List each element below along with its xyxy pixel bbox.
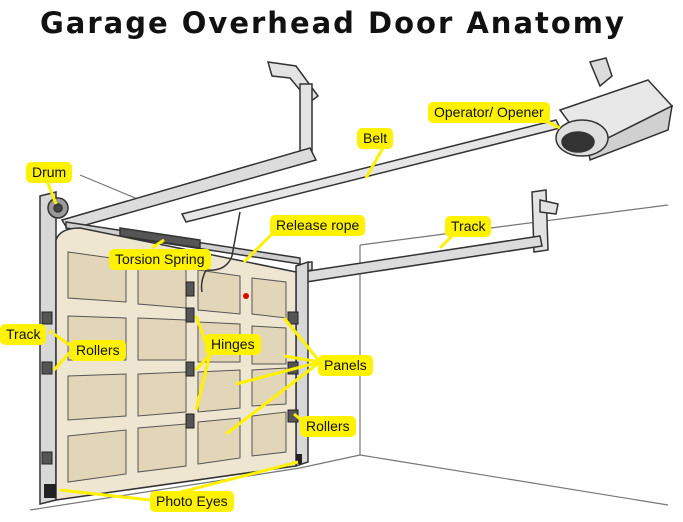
drum	[47, 197, 69, 219]
diagram-title: Garage Overhead Door Anatomy	[40, 6, 626, 40]
release-rope	[200, 211, 249, 299]
label-operator: Operator/ Opener	[428, 102, 550, 123]
label-torsion-spring: Torsion Spring	[109, 249, 211, 270]
label-release-rope: Release rope	[270, 215, 366, 236]
room-lines	[29, 174, 669, 511]
opener-unit	[555, 57, 674, 162]
label-track-right: Track	[445, 216, 492, 237]
label-rollers-right: Rollers	[300, 416, 356, 437]
label-rollers-left: Rollers	[70, 340, 126, 361]
label-belt: Belt	[357, 128, 394, 149]
torsion-spring-shaft	[65, 221, 301, 265]
label-photo-eyes: Photo Eyes	[150, 491, 234, 512]
label-panels: Panels	[318, 355, 373, 376]
vertical-tracks	[39, 191, 309, 505]
photo-eyes	[44, 454, 302, 498]
label-drum: Drum	[26, 162, 73, 183]
rear-bracket-left	[266, 61, 559, 253]
right-horizontal-track	[297, 235, 543, 283]
label-track-left: Track	[0, 324, 47, 345]
label-hinges: Hinges	[205, 334, 261, 355]
